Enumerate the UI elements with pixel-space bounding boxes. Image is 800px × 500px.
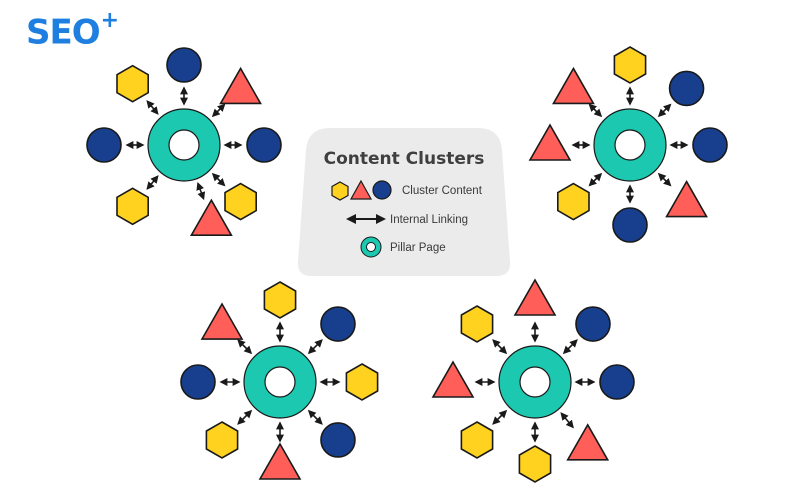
internal-link-arrow [307,339,323,355]
internal-link-arrow [237,339,253,355]
triangle-node-icon [566,423,610,461]
cluster-bottom-right [431,278,635,483]
legend-background [297,128,511,276]
circle-node-icon [612,207,648,243]
cluster-top-left [86,47,282,236]
cluster-bottom-left [180,281,379,480]
hexagon-node-icon [224,182,258,221]
internal-link-arrow [307,409,323,425]
circle-node-icon [86,127,122,163]
hexagon-node-icon [205,421,239,459]
legend-panel: Content Clusters Cluster Content Interna… [297,128,511,276]
internal-link-arrow [146,100,159,115]
internal-link-arrow [211,172,226,187]
hexagon-node-icon [345,363,379,401]
triangle-node-icon [513,278,557,316]
logo-plus: + [100,8,119,33]
triangle-node-icon [552,66,595,105]
hexagon-node-icon [116,187,149,226]
hexagon-node-icon [556,182,590,221]
seo-plus-logo: SEO+ [26,10,119,53]
triangle-node-icon [528,123,572,161]
internal-link-arrow [146,175,159,190]
circle-node-icon [180,364,216,400]
circle-node-icon [599,364,635,400]
triangle-node-icon [431,360,475,398]
triangle-node-icon [200,302,244,340]
internal-link-arrow [657,172,672,187]
pillar-page-ring-icon [243,345,317,419]
hexagon-node-icon [116,64,149,103]
legend-cluster-shapes-icon [331,179,392,201]
legend-ring-icon [360,236,382,258]
legend-label-internal-linking: Internal Linking [390,214,468,226]
internal-link-arrow [588,172,603,187]
internal-link-arrow [560,412,574,429]
legend-title: Content Clusters [324,149,485,169]
hexagon-node-icon [263,281,297,319]
circle-node-icon [166,47,202,83]
hexagon-node-icon [518,445,552,483]
clusters-group [86,46,728,483]
pillar-page-ring-icon [147,108,221,182]
internal-link-arrow [588,103,603,118]
legend-label-cluster-content: Cluster Content [402,185,483,197]
pillar-page-ring-icon [593,108,667,182]
internal-link-arrow [492,339,508,355]
internal-link-arrow [237,409,253,425]
circle-node-icon [320,422,356,458]
hexagon-node-icon [460,305,494,343]
triangle-node-icon [189,198,233,236]
logo-text: SEO [26,12,101,53]
hexagon-node-icon [460,421,494,459]
circle-node-icon [320,306,356,342]
internal-link-arrow [211,103,226,118]
internal-link-arrow [562,339,578,355]
hexagon-node-icon [613,46,647,84]
cluster-top-right [528,46,728,243]
circle-node-icon [246,127,282,163]
triangle-node-icon [219,66,262,105]
triangle-node-icon [258,442,302,480]
internal-link-arrow [492,409,508,425]
pillar-page-ring-icon [498,345,572,419]
circle-node-icon [668,70,705,107]
triangle-node-icon [665,179,708,218]
circle-node-icon [692,127,728,163]
legend-label-pillar-page: Pillar Page [390,242,446,254]
internal-link-arrow [657,103,672,118]
internal-link-arrow [196,181,206,201]
circle-node-icon [575,306,611,342]
